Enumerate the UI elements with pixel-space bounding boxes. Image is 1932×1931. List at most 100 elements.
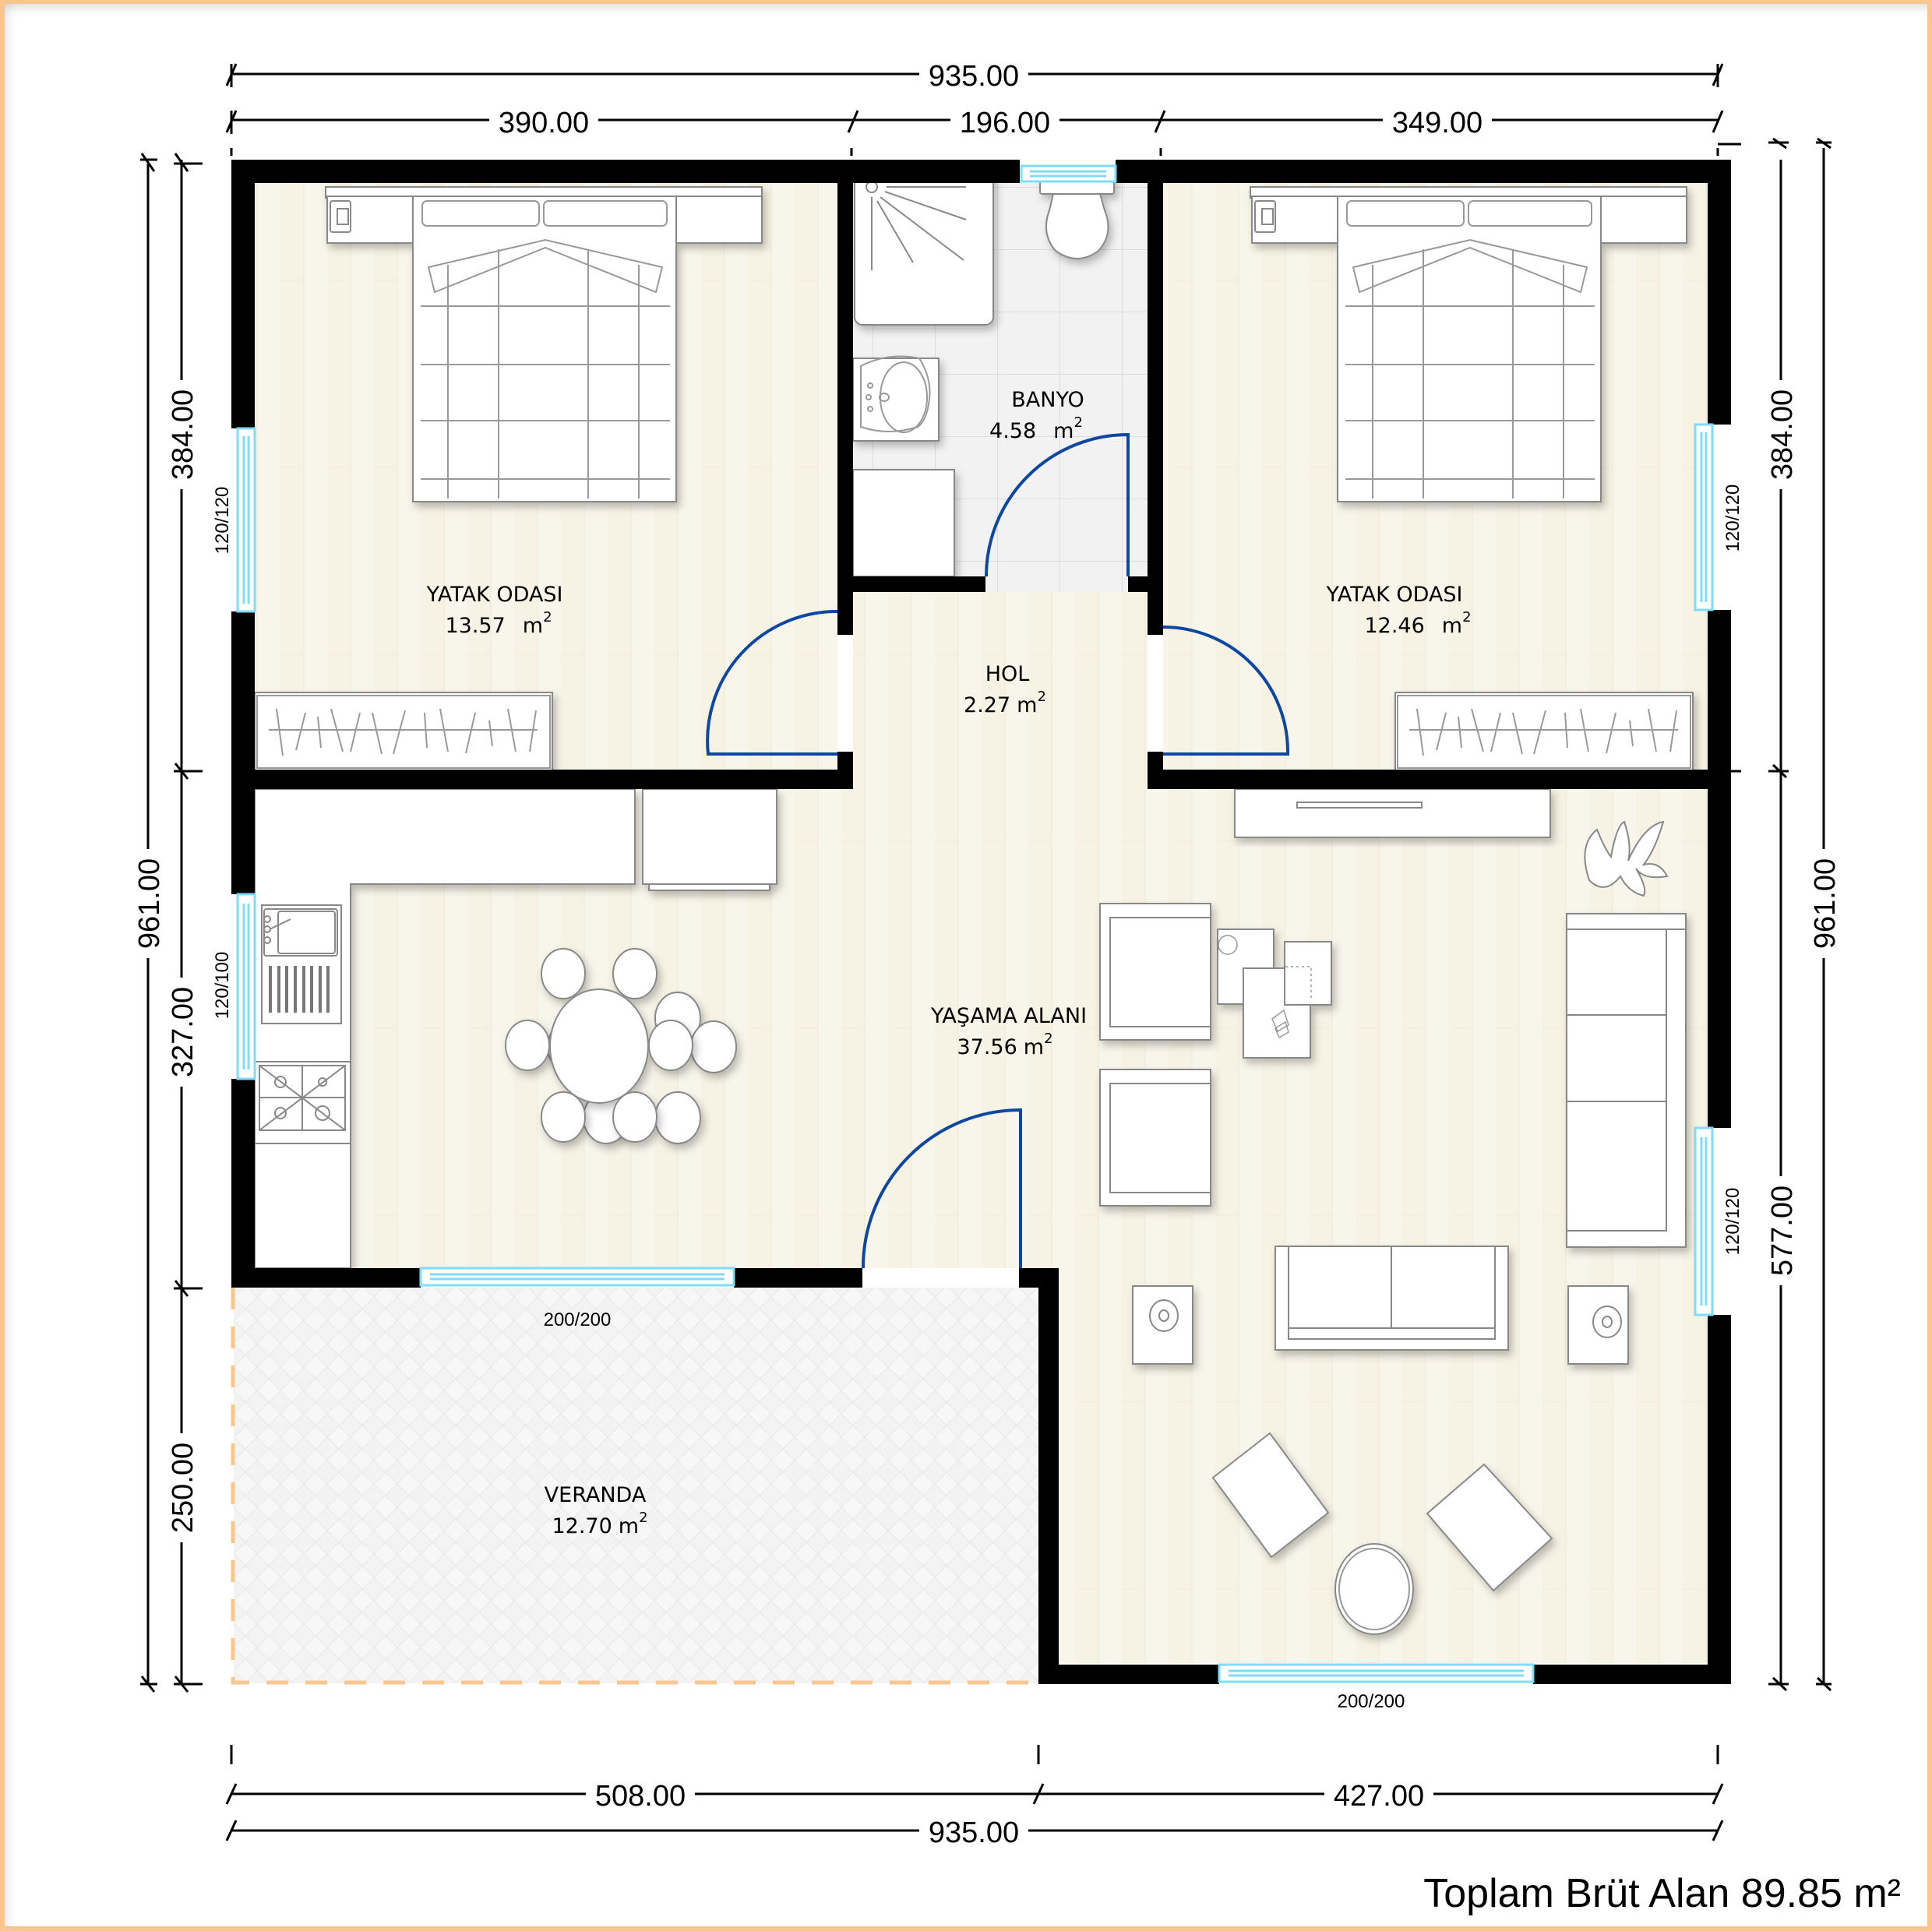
lounge-chair-left	[1211, 1432, 1330, 1559]
area-unit: m	[1017, 693, 1037, 717]
sink-bath-detail	[860, 355, 931, 433]
dim-top-seg-1: 390.00	[499, 107, 589, 139]
area-unit: m	[1024, 1035, 1044, 1059]
room-area-living: 37.56 m2	[957, 1031, 1052, 1059]
bed-left	[325, 186, 763, 502]
shower-tray	[854, 172, 994, 326]
room-area-bedroom-right: 12.46 m2	[1364, 609, 1471, 638]
lamp-icon-right	[1592, 1306, 1622, 1338]
area-value: 12.46	[1364, 614, 1424, 638]
area-sup: 2	[1037, 689, 1045, 705]
area-sup: 2	[1044, 1031, 1052, 1047]
room-name-hall: HOL	[985, 662, 1030, 686]
wardrobe-right	[1394, 692, 1694, 771]
side-table-right	[1567, 1285, 1629, 1365]
dim-left-seg-1: 384.00	[167, 389, 199, 480]
furniture	[254, 172, 1694, 1635]
round-side-table	[1334, 1543, 1414, 1635]
window-living-right	[1694, 1126, 1714, 1316]
area-sup: 2	[639, 1510, 647, 1526]
dim-left-total: 961.00	[133, 858, 166, 949]
window-veranda	[419, 1267, 735, 1287]
room-name-bedroom-right: YATAK ODASI	[1325, 583, 1462, 607]
room-name-living: YAŞAMA ALANI	[930, 1004, 1087, 1028]
dim-bottom-seg-2: 427.00	[1334, 1780, 1424, 1813]
bed-left-detail	[421, 200, 670, 499]
windows	[236, 164, 1714, 1683]
area-unit: m	[619, 1514, 639, 1538]
dim-right-total: 961.00	[1809, 858, 1842, 949]
area-unit: m	[1053, 419, 1074, 443]
sofa-right-detail	[1567, 929, 1686, 1232]
lounge-chair-right	[1426, 1463, 1553, 1592]
armchair-2-seat	[1109, 1083, 1211, 1193]
coffee-tables	[1217, 929, 1332, 1059]
dim-right-seg-2: 577.00	[1766, 1186, 1799, 1276]
walls	[231, 160, 1731, 1684]
tv-unit	[1234, 788, 1551, 838]
room-name-veranda: VERANDA	[545, 1483, 647, 1507]
bed-right	[1250, 186, 1687, 502]
bed-right-detail	[1345, 200, 1595, 499]
floor-veranda	[234, 1288, 1038, 1683]
area-value: 12.70	[552, 1514, 612, 1538]
window-label-kitchen: 120/100	[212, 952, 233, 1020]
area-unit: m	[523, 614, 543, 638]
phone-icon-left	[330, 200, 351, 233]
area-sup: 2	[543, 609, 552, 625]
sofa-right	[1566, 913, 1687, 1248]
washing-machine	[852, 469, 955, 577]
floor-hall	[853, 592, 1148, 789]
dim-right-seg-1: 384.00	[1766, 389, 1799, 480]
area-unit: m	[1442, 614, 1462, 638]
window-bath	[1020, 164, 1117, 183]
tv	[1296, 802, 1423, 809]
window-labels: 120/120 120/100 120/120 120/120 200/200 …	[212, 485, 1743, 1712]
kitchen-sink	[261, 904, 342, 1024]
wardrobe-left	[254, 692, 553, 771]
veranda-border	[231, 1288, 1038, 1685]
dim-left-seg-2: 327.00	[167, 987, 199, 1077]
window-label-living-bottom: 200/200	[1338, 1691, 1405, 1712]
window-kitchen	[236, 893, 256, 1080]
area-value: 4.58	[989, 419, 1036, 443]
sofa-bottom-detail	[1288, 1246, 1496, 1340]
area-sup: 2	[1074, 414, 1082, 431]
dim-bottom-seg-1: 508.00	[595, 1780, 686, 1813]
dimension-label-bg	[133, 59, 1840, 1847]
room-area-veranda: 12.70 m2	[552, 1510, 647, 1538]
window-bed-right	[1694, 423, 1714, 611]
round-side-table-rim	[1338, 1548, 1410, 1630]
window-label-veranda: 200/200	[544, 1309, 612, 1330]
door-bed-left	[706, 609, 838, 756]
stove	[254, 1061, 351, 1144]
doors	[706, 432, 1290, 1269]
door-bed-right	[1162, 625, 1290, 756]
dim-top-seg-2: 196.00	[960, 107, 1050, 139]
room-name-bedroom-left: YATAK ODASI	[425, 583, 562, 607]
plant-icon	[1584, 820, 1669, 897]
area-value: 37.56	[957, 1035, 1017, 1059]
area-sup: 2	[1462, 609, 1471, 625]
window-living-bottom	[1218, 1663, 1535, 1683]
total-gross-area: Toplam Brüt Alan 89.85 m²	[1423, 1871, 1901, 1916]
dim-left-seg-3: 250.00	[167, 1443, 199, 1533]
door-entrance	[861, 1108, 1022, 1269]
armchair-1-seat	[1109, 917, 1211, 1027]
toilet	[1039, 172, 1115, 259]
armchair-2	[1099, 1069, 1211, 1207]
dining-chairs	[505, 948, 693, 1143]
window-label-bed-right: 120/120	[1722, 485, 1743, 552]
wardrobe-right-hangers	[1397, 695, 1691, 769]
room-area-bathroom: 4.58 m2	[989, 414, 1083, 443]
side-table-left	[1132, 1285, 1193, 1365]
lamp-icon-left	[1149, 1299, 1179, 1332]
window-label-bed-left: 120/120	[212, 487, 233, 555]
dim-bottom-total: 935.00	[929, 1816, 1019, 1849]
room-name-bathroom: BANYO	[1011, 388, 1084, 412]
